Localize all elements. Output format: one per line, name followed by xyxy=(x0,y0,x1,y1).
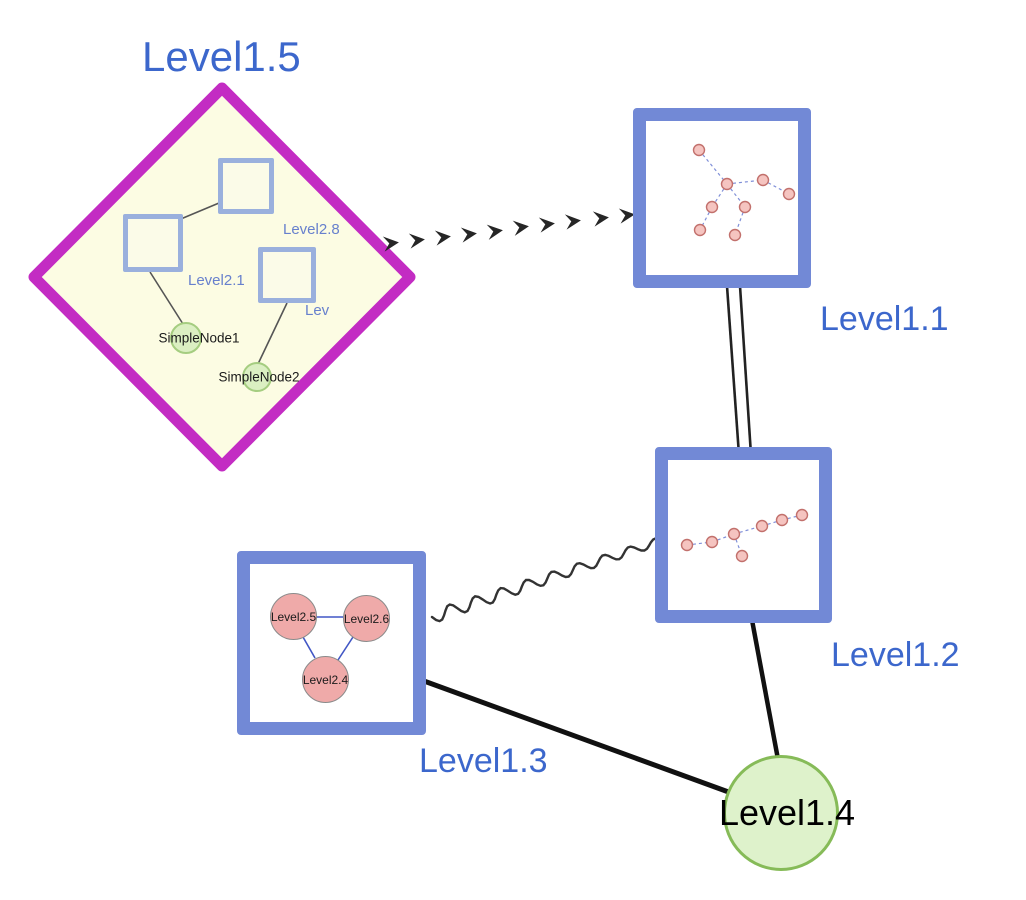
label-level15: Level1.5 xyxy=(142,33,301,80)
label-level21: Level2.1 xyxy=(188,272,245,289)
label-simplenode2: SimpleNode2 xyxy=(218,369,300,385)
label-lev: Lev xyxy=(305,302,330,319)
node-level28[interactable] xyxy=(218,158,274,214)
node-level13[interactable] xyxy=(237,551,426,735)
edge-level11-level12-line1[interactable] xyxy=(725,285,741,456)
node-level26[interactable]: Level2.6 xyxy=(343,595,390,642)
node-level21[interactable] xyxy=(123,214,183,272)
label-level25: Level2.5 xyxy=(270,609,317,624)
edge-level21-simplenode1 xyxy=(149,271,184,325)
node-level14[interactable] xyxy=(723,755,839,871)
label-level11: Level1.1 xyxy=(820,300,949,338)
node-level24[interactable]: Level2.4 xyxy=(302,656,349,703)
label-level14: Level1.4 xyxy=(718,792,856,833)
node-level11[interactable] xyxy=(633,108,811,288)
node-level25[interactable]: Level2.5 xyxy=(270,593,317,640)
node-simplenode1[interactable] xyxy=(170,322,202,354)
label-level26: Level2.6 xyxy=(343,611,390,626)
label-level28: Level2.8 xyxy=(283,221,340,238)
edge-level11-level12-line2[interactable] xyxy=(738,285,753,456)
label-level24: Level2.4 xyxy=(302,672,349,687)
label-simplenode1: SimpleNode1 xyxy=(158,330,240,346)
node-simplenode2[interactable] xyxy=(242,362,272,392)
node-lev[interactable] xyxy=(258,247,316,303)
node-level12[interactable] xyxy=(655,447,832,623)
edge-level13-level12-wavy[interactable] xyxy=(430,537,661,623)
label-level13: Level1.3 xyxy=(419,742,548,780)
label-level12: Level1.2 xyxy=(831,636,960,674)
edge-level15-level11-arrow-chain[interactable] xyxy=(382,208,635,252)
edge-lev-simplenode2 xyxy=(257,302,288,365)
edge-level12-level14[interactable] xyxy=(749,619,783,771)
